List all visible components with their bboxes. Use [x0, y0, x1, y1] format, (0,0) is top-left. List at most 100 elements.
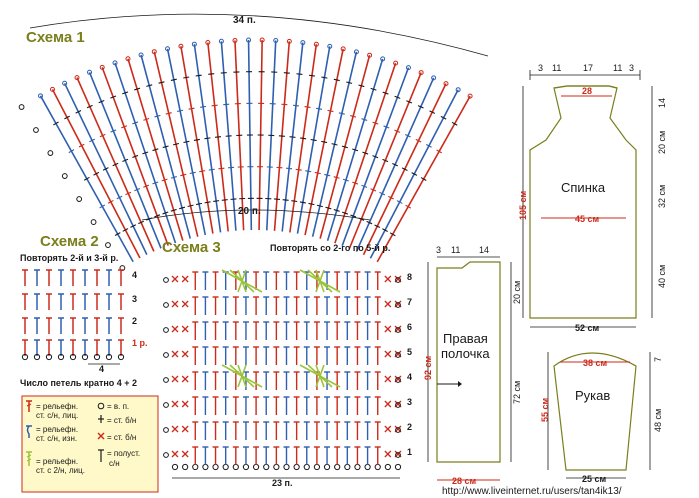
scheme1-stitch-tick [382, 228, 388, 233]
scheme3-chain-stitch [222, 463, 229, 471]
scheme2-chain-stitch [117, 353, 125, 361]
scheme3-edge-chain [163, 327, 169, 333]
scheme1-stitch-tick [370, 188, 377, 192]
scheme1-stitch-tick [314, 171, 321, 175]
scheme1-stitch-tick [394, 95, 401, 99]
scheme1-stitch-tick [342, 211, 349, 215]
scheme1-stitch-tick [299, 201, 306, 204]
front-top-dim-1: 3 [436, 245, 441, 255]
scheme1-stitch-tick [195, 74, 202, 77]
scheme3-sc-cross [384, 325, 392, 333]
scheme1-stitch-loop [125, 56, 131, 62]
scheme1-stitch-tick [300, 137, 307, 140]
chain-stitch-icon [97, 402, 105, 410]
legend-item1-label: = рельефн. [36, 402, 78, 411]
back-top-dim-5: 3 [629, 63, 634, 73]
footer-url[interactable]: http://www.liveinternet.ru/users/tan4ik1… [442, 486, 622, 497]
scheme1-stitch-loop [300, 40, 306, 46]
scheme1-stitch-tick [200, 105, 207, 108]
scheme1-stitch-tick [180, 173, 187, 177]
legend-item5-label: = ст. б/н [107, 416, 136, 425]
scheme3-sc-cross [171, 325, 179, 333]
scheme3-sc-cross [181, 425, 189, 433]
scheme3-chain-stitch [192, 463, 199, 471]
scheme1-stitch-tick [352, 148, 359, 152]
relief-tr-front-icon [26, 451, 32, 466]
scheme1-stitch-tick [346, 81, 353, 84]
scheme1-stitch-loop [467, 93, 473, 99]
scheme1-stitch-tick [388, 195, 394, 200]
scheme1-stitch-tick [327, 109, 334, 113]
scheme1-stitch-tick [183, 76, 190, 79]
scheme2-chain-stitch [81, 353, 89, 361]
scheme3-edge-chain [395, 327, 401, 333]
scheme1-chain-stitch [61, 173, 68, 179]
scheme2-chain-stitch [57, 353, 65, 361]
scheme3-edge-chain [163, 427, 169, 433]
scheme3-sc-cross [181, 325, 189, 333]
scheme3-chain-stitch [364, 463, 371, 471]
scheme1-chain-stitch [105, 242, 111, 248]
scheme3-chain-stitch [334, 463, 341, 471]
scheme1-stitch-tick [98, 100, 105, 104]
back-label: Спинка [561, 180, 606, 195]
scheme2-chain-stitch [105, 353, 113, 361]
scheme3-title: Схема 3 [162, 239, 221, 256]
scheme1-stitch-tick [122, 228, 129, 232]
scheme1-stitch-tick [187, 204, 194, 208]
scheme1-stitch-tick [93, 171, 100, 176]
scheme3-sc-cross [171, 350, 179, 358]
scheme3-cable [237, 364, 247, 388]
front-label-2: полочка [441, 346, 490, 361]
back-total-height: 105 см [518, 190, 528, 220]
scheme1-stitch-tick [310, 138, 317, 142]
scheme1-stitch-tick [177, 109, 184, 112]
scheme2-chain-stitch [45, 353, 53, 361]
scheme1-stitch-loop [49, 86, 55, 92]
scheme3-row-1: 1 [407, 447, 412, 457]
scheme3-chain-stitch [182, 463, 189, 471]
scheme1-stitch-tick [154, 114, 161, 118]
scheme1-stitch-tick [170, 176, 177, 179]
legend-item1-detail: ст. с/н, лиц. [36, 411, 78, 420]
scheme3-chain-stitch [232, 463, 239, 471]
scheme3-sc-cross [171, 450, 179, 458]
scheme1-stitch-tick [83, 176, 90, 181]
scheme1-title: Схема 1 [26, 29, 85, 46]
scheme1-stitch-tick [114, 232, 121, 237]
scheme3-edge-chain [395, 452, 401, 458]
scheme1-stitch-tick [138, 220, 145, 225]
scheme1-stitch-tick [204, 201, 211, 204]
scheme1-stitch-tick [352, 181, 359, 185]
scheme1-stitch-tick [125, 191, 132, 196]
scheme1-stitch-tick [308, 74, 315, 77]
scheme3-sc-cross [171, 400, 179, 408]
scheme2-title: Схема 2 [40, 233, 99, 250]
scheme2-row-1: 1 р. [132, 338, 148, 348]
scheme1-stitch-tick [429, 110, 436, 114]
scheme1-stitch-tick [362, 151, 369, 155]
back-right-dim-2: 20 см [657, 131, 667, 154]
front-width: 28 см [452, 476, 477, 486]
scheme3-sc-cross [181, 375, 189, 383]
sc-cross-icon [97, 432, 105, 440]
scheme1-stitch-tick [208, 73, 215, 75]
scheme1-stitch-tick [146, 84, 153, 87]
scheme1-stitch-tick [436, 149, 443, 154]
front-right-dim-2: 72 см [512, 381, 522, 404]
scheme3-chain-stitch [293, 463, 300, 471]
back-top-dim-2: 11 [552, 63, 561, 73]
scheme1-stitch-tick [394, 129, 401, 133]
scheme1-stitch-loop [405, 65, 411, 71]
scheme1-stitch-tick [361, 118, 368, 121]
scheme1-stitch-loop [205, 40, 211, 46]
scheme2-multiple-note: Число петель кратно 4 + 2 [20, 378, 137, 388]
scheme1-stitch-tick [208, 168, 215, 171]
scheme1-stitch-tick [315, 107, 323, 110]
scheme1-stitch-loop [327, 43, 333, 49]
legend-item3-detail: ст. с 2/н, лиц. [36, 466, 85, 475]
scheme3-edge-chain [395, 402, 401, 408]
scheme1-stitch-tick [179, 206, 186, 210]
scheme3-chain-stitch [354, 463, 361, 471]
scheme1-stitch-tick [316, 204, 323, 208]
